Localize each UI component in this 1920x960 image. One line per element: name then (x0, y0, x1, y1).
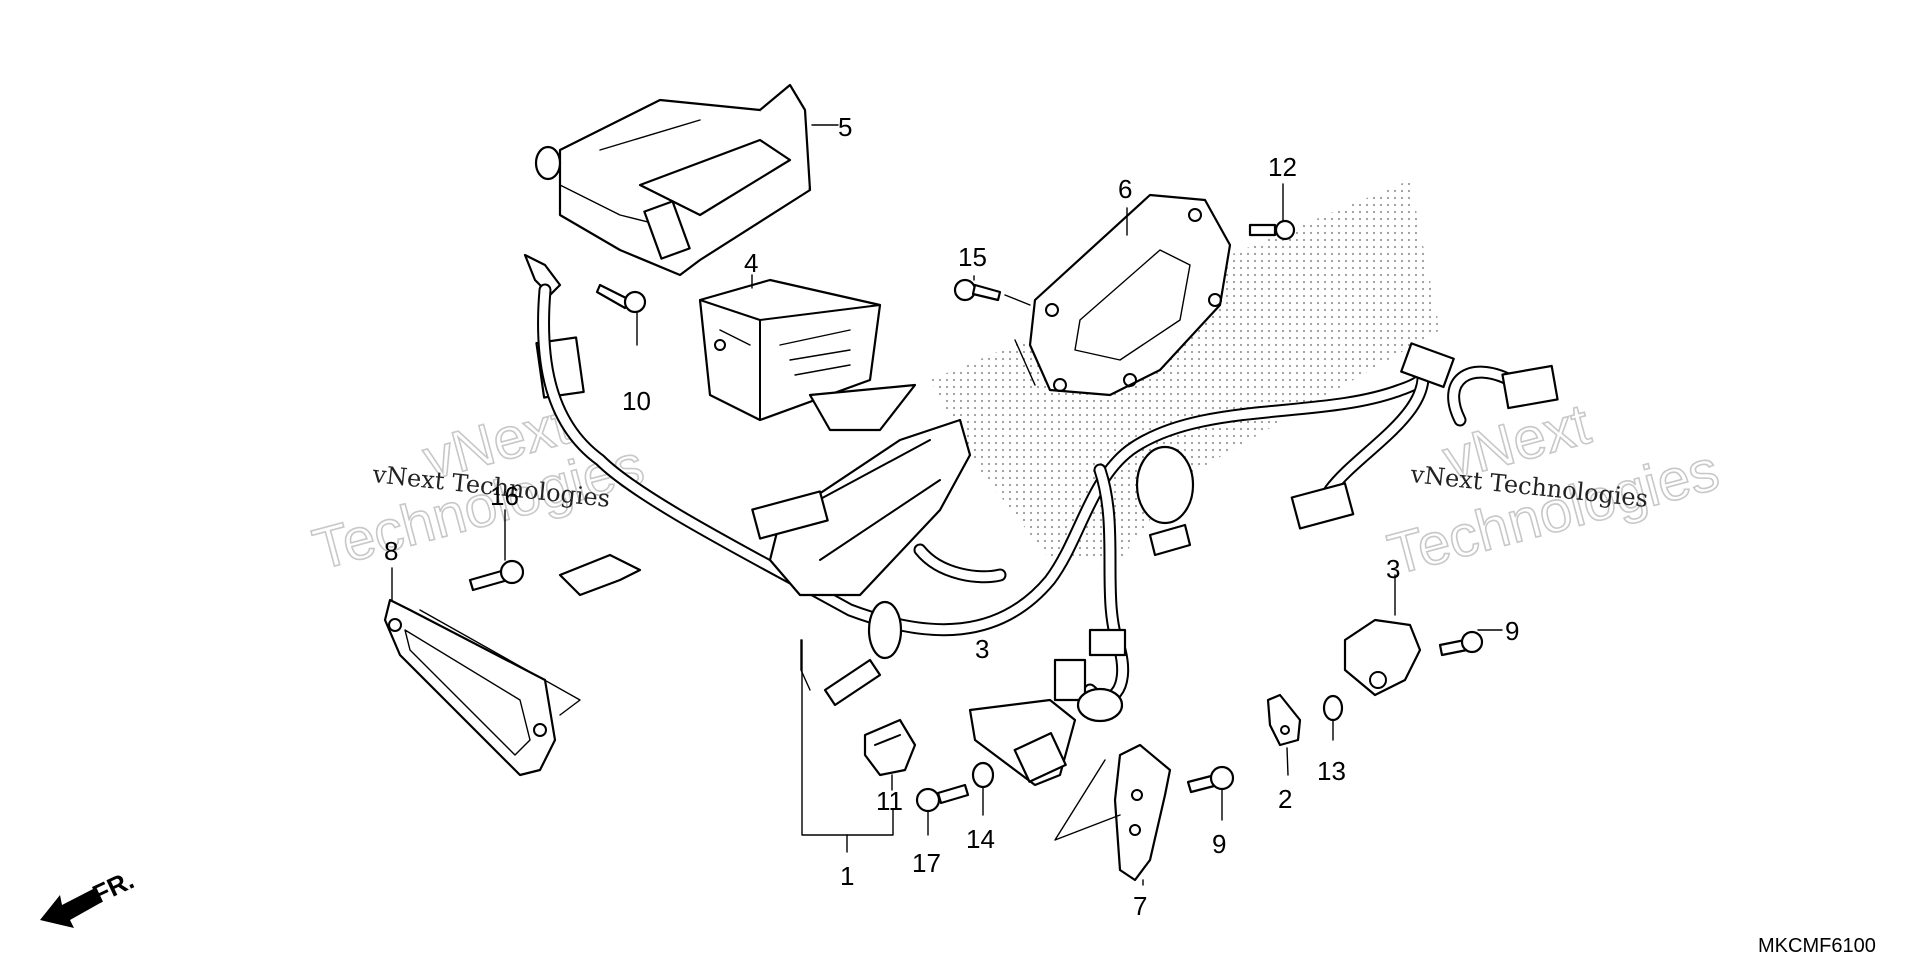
callout-9-lower: 9 (1212, 829, 1226, 859)
callout-1: 1 (840, 861, 854, 891)
part-6-bracket-plate (1028, 193, 1232, 397)
callout-3-center: 3 (975, 634, 989, 664)
part-7-bracket (1054, 743, 1172, 882)
callout-3-right: 3 (1386, 554, 1400, 584)
callout-8: 8 (384, 536, 398, 566)
part-11-connector (863, 718, 917, 777)
callout-9-right: 9 (1505, 616, 1519, 646)
part-9-bolt-lower (1186, 765, 1235, 794)
part-8-bracket (383, 598, 581, 777)
part-17-bolt (915, 783, 970, 813)
part-14-washer (971, 761, 995, 789)
leader-6-15 (1004, 294, 1036, 386)
part-5-control-unit (534, 83, 812, 277)
callout-11: 11 (876, 786, 903, 816)
callout-7: 7 (1133, 891, 1147, 921)
part-2-bracket (1266, 693, 1302, 747)
callout-15: 15 (958, 242, 987, 272)
part-12-screw (1248, 219, 1296, 241)
part-3-sensor-center (968, 698, 1077, 787)
harness-connectors (1053, 342, 1559, 723)
callout-6: 6 (1118, 174, 1132, 204)
callout-4: 4 (744, 248, 758, 278)
front-direction-arrow: FR. (40, 865, 139, 928)
callout-5: 5 (838, 112, 852, 142)
cable-ties (558, 445, 1195, 707)
part-4-module (698, 278, 917, 432)
callout-2: 2 (1278, 784, 1292, 814)
part-9-bolt-right (1438, 630, 1484, 657)
part-3-sensor-right (1343, 618, 1422, 697)
part-13-washer (1322, 694, 1344, 722)
leader-lines (391, 124, 1503, 886)
callouts: 5 4 6 12 15 10 8 16 3 3 9 2 13 11 14 17 … (384, 112, 1519, 921)
watermark-left: vNext Technologies vNext Technologies (306, 391, 651, 584)
callout-12: 12 (1268, 152, 1297, 182)
diagram-code: MKCMF6100 (1758, 935, 1876, 957)
central-unit (751, 418, 972, 597)
callout-10: 10 (622, 386, 651, 416)
callout-17: 17 (912, 848, 941, 878)
callout-14: 14 (966, 824, 995, 854)
dotted-shading (930, 180, 1440, 560)
watermark-right: vNext Technologies vNext Technologies (1381, 391, 1726, 589)
part-10-bolt (595, 283, 647, 314)
part-16-bolt (468, 559, 525, 592)
callout-13: 13 (1317, 756, 1346, 786)
part-15-bolt (953, 278, 1002, 302)
callout-16: 16 (490, 481, 519, 511)
